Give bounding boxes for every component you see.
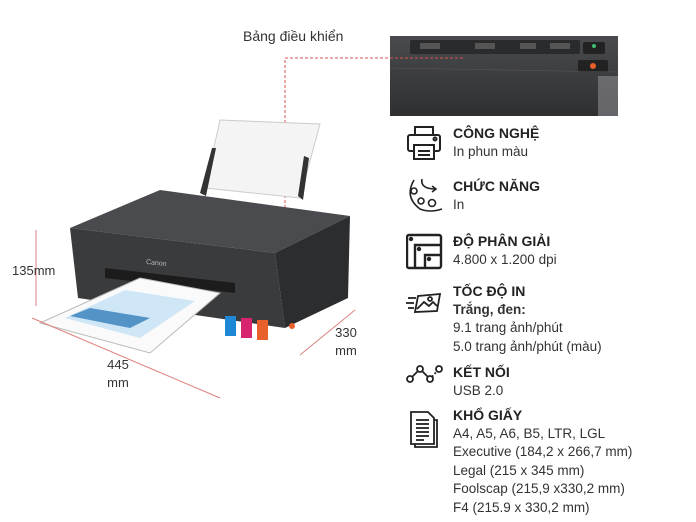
spec-value: 4.800 x 1.200 dpi: [453, 251, 557, 267]
spec-value: In phun màu: [453, 143, 529, 159]
spec-title: KẾT NỐI: [453, 364, 510, 380]
spec-subtitle: Trắng, đen:: [453, 301, 526, 317]
depth-dimension: 330 mm: [330, 324, 362, 360]
spec-value: A4, A5, A6, B5, LTR, LGL: [453, 425, 606, 441]
spec-value: 9.1 trang ảnh/phút: [453, 320, 563, 335]
control-panel-photo: [390, 36, 618, 116]
depth-unit: mm: [335, 343, 357, 358]
width-value: 445: [107, 357, 129, 372]
spec-value: USB 2.0: [453, 382, 504, 398]
spec-title: ĐỘ PHÂN GIẢI: [453, 233, 551, 249]
printer-icon: [406, 124, 444, 162]
gears-icon: [406, 177, 444, 215]
depth-value: 330: [335, 325, 357, 340]
resolution-icon: [406, 232, 444, 270]
control-panel-caption: Bảng điều khiển: [243, 28, 344, 44]
spec-value: F4 (215.9 x 330,2 mm): [453, 499, 590, 515]
spec-title: TỐC ĐỘ IN: [453, 283, 526, 299]
connection-icon: [406, 365, 444, 403]
spec-value: Legal (215 x 345 mm): [453, 462, 585, 478]
spec-title: CHỨC NĂNG: [453, 178, 541, 194]
speed-image-icon: [406, 292, 444, 330]
spec-title: KHỔ GIẤY: [453, 407, 523, 423]
spec-title: CÔNG NGHỆ: [453, 125, 540, 141]
height-dimension: 135mm: [12, 263, 56, 278]
spec-value: Executive (184,2 x 266,7 mm): [453, 444, 633, 459]
spec-value: In: [453, 196, 465, 212]
spec-value: 5.0 trang ảnh/phút (màu): [453, 338, 602, 354]
spec-value: Foolscap (215,9 x330,2 mm): [453, 481, 625, 496]
printer-image: Canon: [30, 118, 360, 368]
width-unit: mm: [107, 375, 129, 390]
document-icon: [406, 410, 444, 448]
width-dimension: 445 mm: [100, 356, 136, 392]
